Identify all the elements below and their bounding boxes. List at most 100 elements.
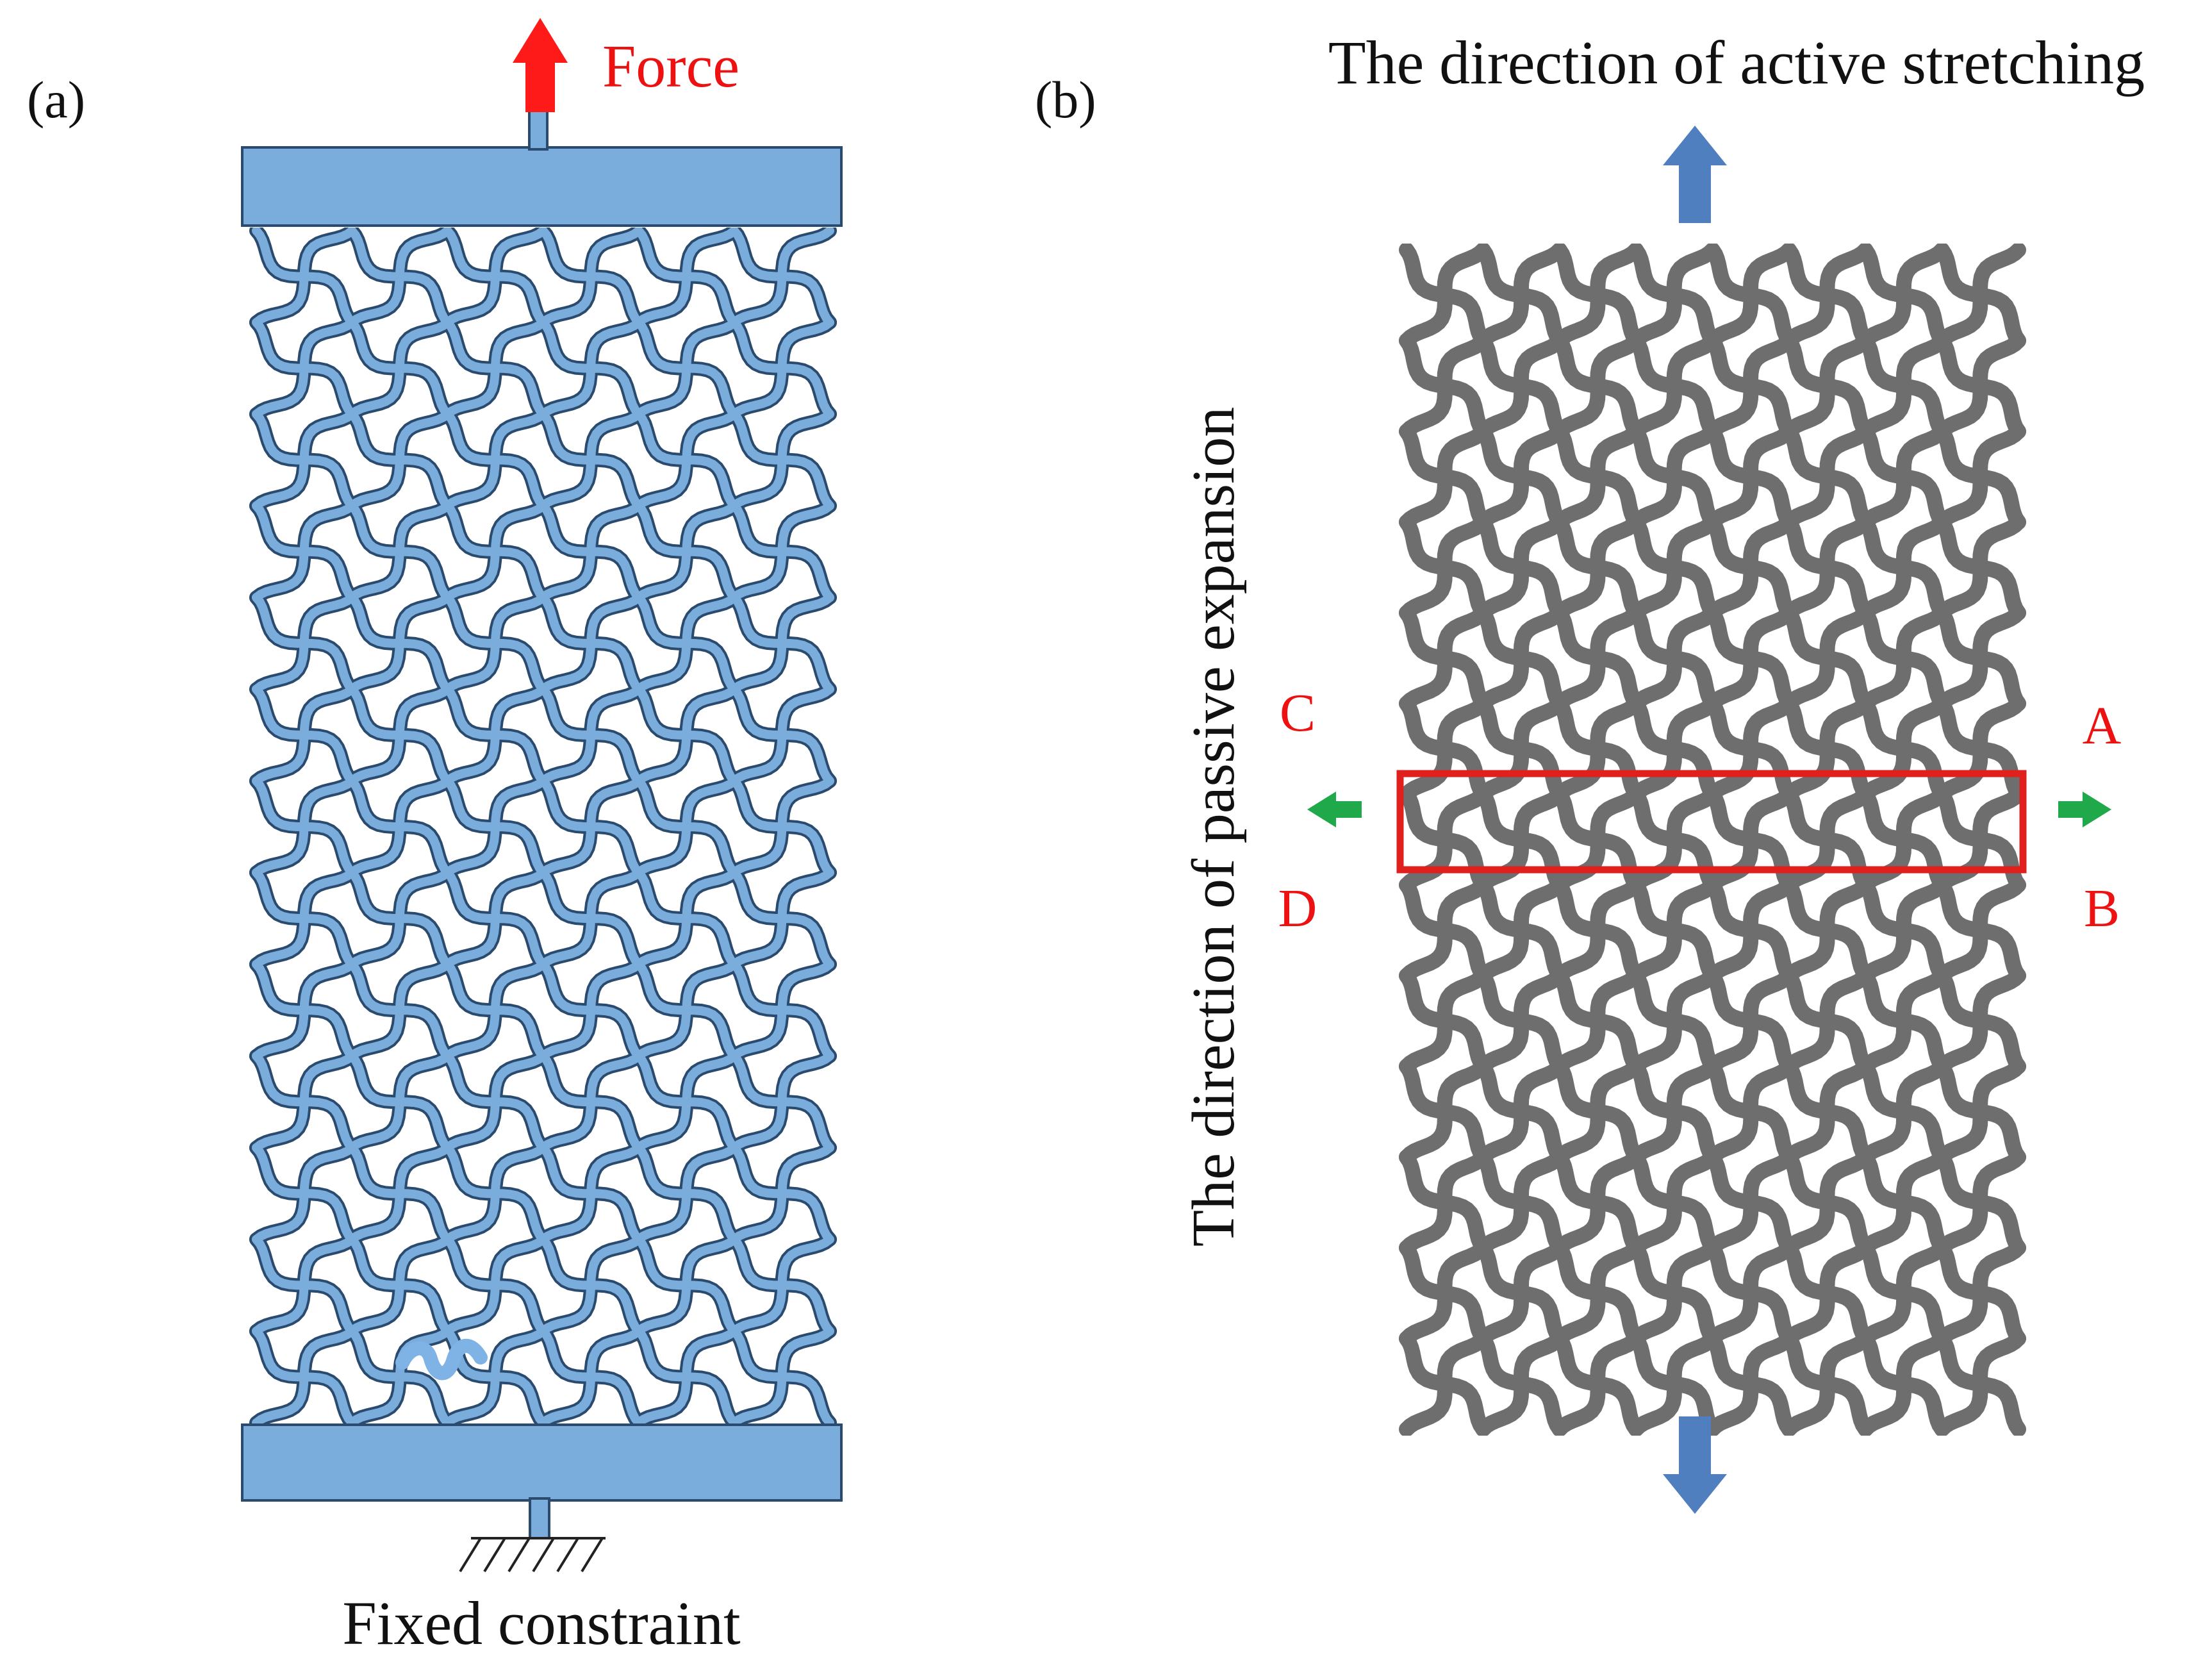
lattice-b-ligament — [1934, 1240, 2026, 1347]
lattice-b-ligament — [1934, 786, 2026, 893]
panel-a: (a) Force Fixed constraint — [27, 18, 843, 1657]
lattice-a-ligament — [538, 1051, 643, 1152]
top-loading-rod — [528, 110, 549, 151]
lattice-b-ligament — [1475, 1149, 1567, 1256]
lattice-b-ligament — [1628, 333, 1721, 440]
lattice-a-ligament — [729, 228, 834, 328]
lattice-a-ligament — [347, 776, 452, 877]
lattice-b-ligament — [1399, 1240, 1491, 1347]
lattice-a-ligament — [729, 685, 834, 786]
lattice-b-ligament — [1551, 1331, 1644, 1436]
lattice-a-ligament — [729, 959, 834, 1061]
lattice-a-ligament — [634, 685, 739, 786]
lattice-b-ligament — [1399, 1058, 1491, 1165]
lattice-b-ligament — [1628, 1058, 1721, 1165]
lattice-a-ligament — [634, 1051, 739, 1152]
lattice-a-ligament — [252, 501, 357, 602]
lattice-b-ligament — [1475, 877, 1567, 984]
lattice-a-ligament — [347, 1234, 452, 1336]
corner-label-a: A — [2083, 696, 2122, 756]
lattice-b-ligament — [1399, 514, 1491, 621]
lattice-b-ligament — [1934, 968, 2026, 1074]
expansion-left-arrow-icon — [1307, 792, 1362, 827]
lattice-b-ligament — [1781, 244, 1874, 349]
lattice-a-ligament — [634, 1234, 739, 1336]
stretch-up-arrow-icon — [1663, 126, 1727, 223]
lattice-b-ligament — [1704, 333, 1797, 440]
lattice-b-ligament — [1704, 1058, 1797, 1165]
lattice-b-ligament — [1934, 514, 2026, 621]
lattice-b-ligament — [1399, 605, 1491, 711]
lattice-a-ligament — [443, 868, 548, 969]
lattice-b-ligament — [1704, 1331, 1797, 1436]
lattice-b-ligament — [1551, 244, 1644, 349]
lattice-b-ligament — [1628, 1149, 1721, 1256]
lattice-b-ligament — [1628, 1331, 1721, 1436]
stretch-down-arrow-icon — [1663, 1416, 1727, 1514]
force-label: Force — [602, 33, 739, 100]
lattice-b-ligament — [1704, 244, 1797, 349]
lattice-a-ligament — [347, 1143, 452, 1244]
lattice-b-ligament — [1934, 244, 2026, 349]
lattice-b-ligament — [1475, 968, 1567, 1074]
lattice-b-ligament — [1704, 1149, 1797, 1256]
lattice-a-ligament — [729, 1326, 834, 1425]
lattice-a-ligament — [729, 1051, 834, 1152]
lattice-a-ligament — [443, 228, 548, 328]
lattice-b-ligament — [1551, 333, 1644, 440]
bottom-support-rod — [529, 1497, 550, 1539]
lattice-a-ligament — [538, 1143, 643, 1244]
passive-expansion-label: The direction of passive expansion — [1180, 407, 1247, 1247]
lattice-b-ligament — [1781, 605, 1874, 711]
lattice-a-ligament — [252, 1051, 357, 1152]
lattice-b-ligament — [1628, 605, 1721, 711]
lattice-b-ligament — [1781, 333, 1874, 440]
lattice-b-ligament — [1704, 877, 1797, 984]
highlighted-ligament — [395, 1338, 488, 1381]
lattice-b-ligament — [1551, 1149, 1644, 1256]
lattice-a-ligament — [252, 318, 357, 419]
lattice-a-ligament — [634, 501, 739, 602]
lattice-b-ligament — [1858, 877, 1950, 984]
lattice-b-ligament — [1551, 1240, 1644, 1347]
lattice-a-ligament — [634, 1326, 739, 1425]
lattice-b-ligament — [1704, 1240, 1797, 1347]
lattice-b-ligament — [1628, 1240, 1721, 1347]
lattice-a — [249, 228, 837, 1425]
lattice-b-ligament — [1399, 424, 1491, 530]
lattice-a-ligament — [634, 868, 739, 969]
lattice-a-ligament — [634, 228, 739, 328]
ground-hatch-icon — [459, 1537, 606, 1573]
lattice-b-ligament — [1551, 1058, 1644, 1165]
lattice-b-ligament — [1858, 244, 1950, 349]
lattice-b-ligament — [1475, 333, 1567, 440]
lattice-b-ligament — [1781, 786, 1874, 893]
lattice-b-ligament — [1628, 244, 1721, 349]
lattice-b-ligament — [1934, 333, 2026, 440]
lattice-a-ligament — [347, 868, 452, 969]
lattice-a-ligament — [538, 228, 643, 328]
lattice-b-ligament — [1399, 695, 1491, 802]
lattice-b-ligament — [1475, 1240, 1567, 1347]
lattice-b-ligament — [1475, 1331, 1567, 1436]
lattice-b-ligament — [1858, 695, 1950, 802]
lattice-b-ligament — [1628, 968, 1721, 1074]
lattice-b-ligament — [1781, 1149, 1874, 1256]
lattice-b-ligament — [1781, 1331, 1874, 1436]
lattice-a-ligament — [252, 1234, 357, 1336]
lattice-a-ligament — [347, 501, 452, 602]
lattice-a-ligament — [443, 685, 548, 786]
lattice-a-ligament — [538, 593, 643, 694]
lattice-b-ligament — [1858, 968, 1950, 1074]
lattice-a-ligament — [729, 1143, 834, 1244]
lattice-b — [1399, 244, 2026, 1436]
lattice-a-ligament — [443, 959, 548, 1061]
lattice-a-ligament — [443, 593, 548, 694]
lattice-a-ligament — [443, 501, 548, 602]
lattice-a-ligament — [252, 1143, 357, 1244]
lattice-a-ligament — [443, 1143, 548, 1244]
lattice-a-ligament — [634, 1143, 739, 1244]
lattice-b-ligament — [1781, 695, 1874, 802]
lattice-b-ligament — [1475, 424, 1567, 530]
lattice-b-ligament — [1628, 514, 1721, 621]
